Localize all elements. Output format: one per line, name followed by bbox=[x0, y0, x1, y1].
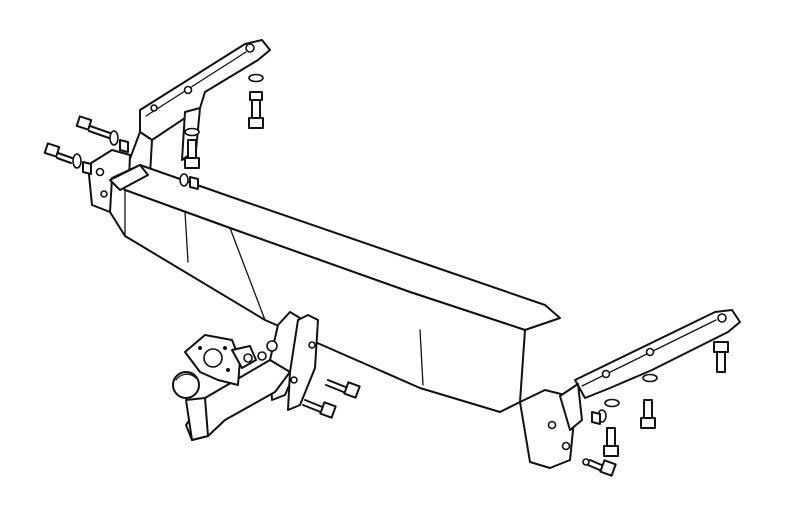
bolt-icon bbox=[597, 409, 619, 457]
nut-icon bbox=[119, 139, 129, 153]
bolt-icon bbox=[43, 142, 73, 164]
washer-icon bbox=[179, 173, 189, 187]
bolt-icon bbox=[302, 399, 337, 419]
neck-brackets bbox=[269, 311, 319, 411]
washer-icon bbox=[604, 398, 620, 408]
right-mounting-bracket bbox=[519, 309, 741, 469]
socket-plate bbox=[184, 334, 278, 386]
washer-icon bbox=[184, 127, 200, 137]
tow-ball-assembly bbox=[172, 359, 291, 441]
bolt-icon bbox=[248, 73, 264, 129]
nut-icon bbox=[189, 176, 199, 190]
bolt-icon bbox=[713, 341, 729, 373]
washer-icon bbox=[248, 73, 264, 83]
washer-icon bbox=[642, 373, 658, 383]
bolt-icon bbox=[184, 127, 200, 169]
washer-icon bbox=[72, 153, 82, 169]
fasteners bbox=[43, 73, 729, 477]
bolt-icon bbox=[587, 459, 617, 477]
bolt-icon bbox=[640, 399, 656, 429]
tow-ball-icon bbox=[172, 371, 200, 399]
crossbar-tube bbox=[109, 164, 561, 413]
bolt-icon bbox=[75, 115, 111, 139]
bolt-icon bbox=[325, 379, 361, 399]
washer-icon bbox=[109, 130, 119, 146]
nut-icon bbox=[591, 411, 601, 425]
nut-icon bbox=[82, 161, 92, 175]
